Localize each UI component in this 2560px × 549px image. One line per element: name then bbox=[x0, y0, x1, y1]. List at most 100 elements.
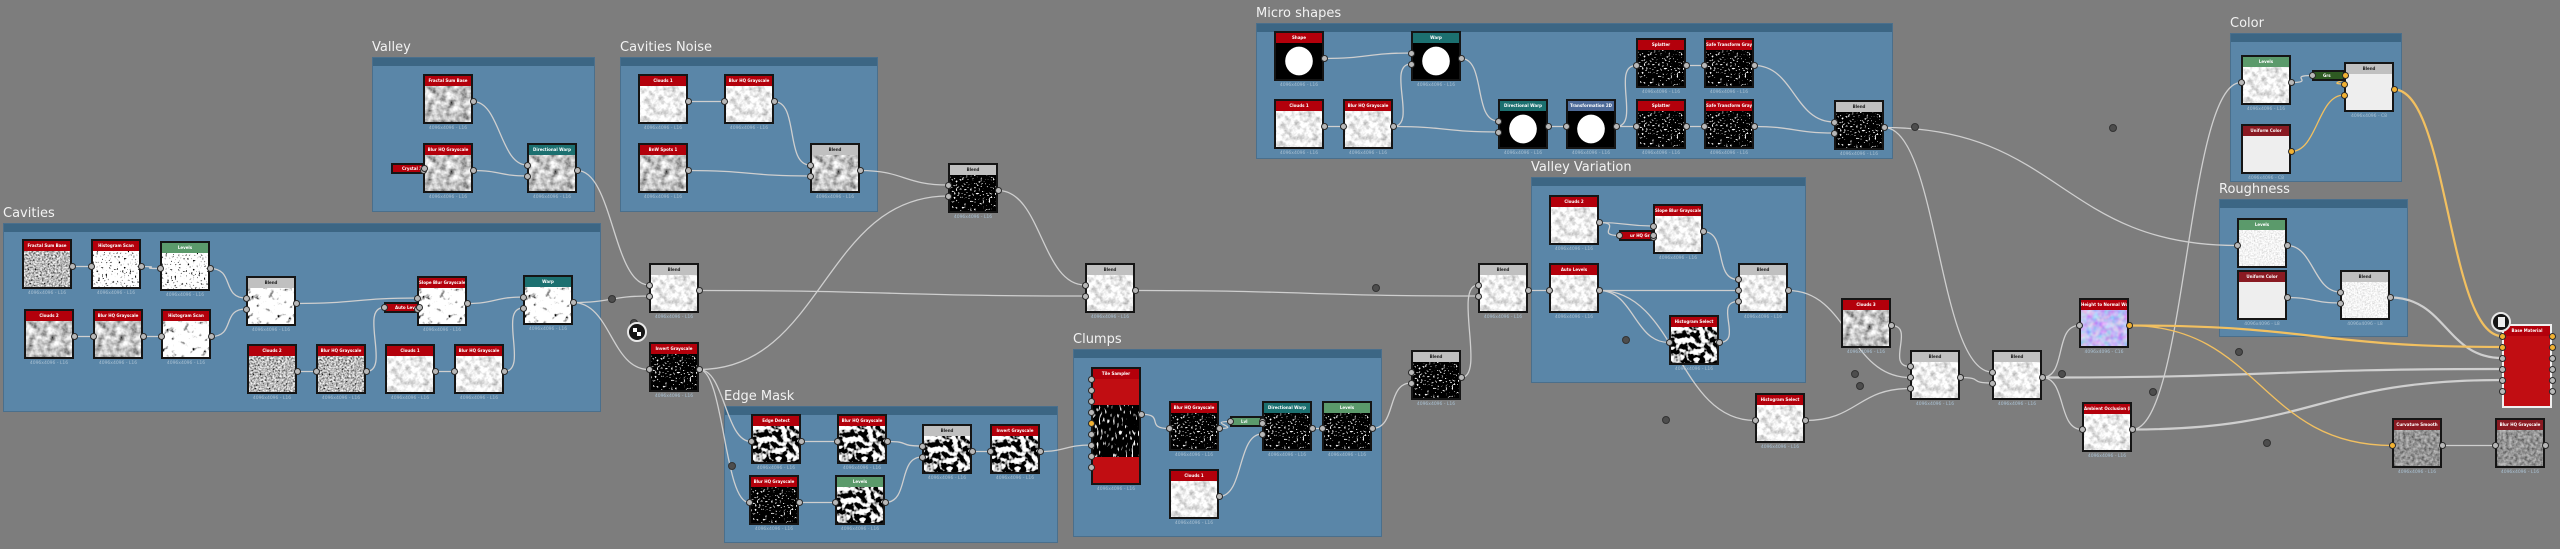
input-port[interactable] bbox=[1494, 128, 1502, 136]
node-blur-hq-grayscale[interactable]: Blur HQ Grayscale bbox=[316, 344, 366, 394]
input-port[interactable] bbox=[1081, 292, 1089, 300]
input-port[interactable] bbox=[1700, 123, 1708, 130]
input-port[interactable] bbox=[1632, 62, 1640, 69]
output-port[interactable] bbox=[1524, 287, 1532, 294]
node-clouds-1[interactable]: Clouds 1 bbox=[1274, 99, 1324, 149]
connection-wire[interactable] bbox=[1702, 230, 1739, 281]
node-auto-levels[interactable]: Auto Levels bbox=[1549, 263, 1599, 313]
node-blend[interactable]: Blend bbox=[1834, 100, 1884, 150]
input-port[interactable] bbox=[1407, 379, 1415, 387]
input-port[interactable] bbox=[2233, 242, 2241, 249]
input-port[interactable] bbox=[1318, 425, 1326, 432]
connection-wire[interactable] bbox=[1134, 289, 1479, 297]
output-port[interactable] bbox=[1544, 123, 1552, 130]
connection-wire[interactable] bbox=[2393, 88, 2503, 338]
input-port[interactable] bbox=[519, 293, 527, 301]
input-port[interactable] bbox=[156, 265, 164, 272]
input-port[interactable] bbox=[1407, 60, 1415, 68]
reroute-dot[interactable] bbox=[2058, 370, 2066, 378]
input-port[interactable] bbox=[745, 499, 753, 506]
output-port[interactable] bbox=[1887, 322, 1895, 329]
node-blend[interactable]: Blend bbox=[1478, 263, 1528, 313]
node-blend[interactable]: Blend bbox=[922, 424, 972, 474]
connection-wire[interactable] bbox=[1753, 125, 1835, 134]
output-port[interactable] bbox=[1595, 219, 1603, 226]
input-port[interactable] bbox=[645, 281, 653, 289]
node-directional-warp[interactable]: Directional Warp bbox=[527, 143, 577, 193]
output-port[interactable] bbox=[1682, 62, 1690, 69]
input-port[interactable] bbox=[1615, 232, 1623, 239]
input-port[interactable] bbox=[1988, 379, 1996, 387]
connection-wire[interactable] bbox=[698, 195, 949, 371]
input-port[interactable] bbox=[1906, 374, 1914, 381]
output-port[interactable] bbox=[569, 299, 577, 306]
output-port[interactable] bbox=[292, 300, 300, 307]
input-port[interactable] bbox=[918, 442, 926, 450]
reroute-dot[interactable] bbox=[1911, 123, 1919, 131]
node-blend[interactable]: Blend bbox=[1992, 350, 2042, 400]
reroute-dot[interactable] bbox=[2235, 348, 2243, 356]
output-port[interactable] bbox=[1682, 123, 1690, 130]
connection-wire[interactable] bbox=[466, 296, 524, 305]
input-port[interactable] bbox=[1258, 430, 1266, 438]
input-port[interactable] bbox=[1165, 425, 1173, 432]
output-port[interactable] bbox=[2341, 72, 2349, 79]
output-port[interactable] bbox=[1612, 123, 1620, 130]
connection-wire[interactable] bbox=[576, 169, 650, 286]
node-directional-warp[interactable]: Directional Warp bbox=[1262, 401, 1312, 451]
output-port[interactable] bbox=[1750, 123, 1758, 130]
input-port[interactable] bbox=[833, 438, 841, 445]
output-port[interactable] bbox=[469, 167, 477, 174]
connection-wire[interactable] bbox=[1392, 63, 1412, 128]
node-fractal-sum-base[interactable]: Fractal Sum Base bbox=[423, 74, 473, 124]
node-clouds-2[interactable]: Clouds 2 bbox=[1549, 195, 1599, 245]
node-histogram-scan[interactable]: Histogram Scan bbox=[161, 309, 211, 359]
connection-wire[interactable] bbox=[2389, 296, 2503, 360]
input-port[interactable] bbox=[2237, 79, 2245, 86]
node-safe-transform-grays[interactable]: Safe Transform Grays... bbox=[1704, 38, 1754, 88]
output-port[interactable] bbox=[2128, 426, 2136, 433]
output-port[interactable] bbox=[684, 167, 692, 174]
output-port[interactable] bbox=[883, 438, 891, 445]
input-port[interactable] bbox=[1087, 386, 1095, 394]
connection-wire[interactable] bbox=[472, 100, 528, 166]
connection-wire[interactable] bbox=[1883, 126, 1993, 373]
frame-header-bar[interactable] bbox=[373, 58, 594, 66]
connection-wire[interactable] bbox=[1460, 284, 1479, 379]
frame-header-bar[interactable] bbox=[621, 58, 877, 66]
output-port[interactable] bbox=[139, 333, 147, 340]
connection-wire[interactable] bbox=[2128, 324, 2503, 349]
input-port[interactable] bbox=[1906, 363, 1914, 370]
frame-header-bar[interactable] bbox=[1257, 24, 1892, 32]
frame-header-bar[interactable] bbox=[725, 407, 1057, 415]
node-clouds-2[interactable]: Clouds 2 bbox=[24, 309, 74, 359]
input-port[interactable] bbox=[89, 333, 97, 340]
connection-wire[interactable] bbox=[209, 267, 247, 299]
node-blend[interactable]: Blend bbox=[1085, 263, 1135, 313]
input-port[interactable] bbox=[1474, 292, 1482, 300]
output-port[interactable] bbox=[1137, 410, 1145, 418]
output-port[interactable] bbox=[1699, 228, 1707, 235]
node-invert-grayscale[interactable]: Invert Grayscale bbox=[649, 342, 699, 392]
node-bnw-spots-1[interactable]: BnW Spots 1 bbox=[638, 143, 688, 193]
input-port[interactable] bbox=[2491, 442, 2499, 449]
input-port[interactable] bbox=[1830, 129, 1838, 137]
reroute-dot[interactable] bbox=[1622, 336, 1630, 344]
node-clouds-1[interactable]: Clouds 1 bbox=[1169, 469, 1219, 519]
connection-wire[interactable] bbox=[1718, 300, 1739, 344]
output-port[interactable] bbox=[70, 333, 78, 340]
reroute-dot[interactable] bbox=[1662, 416, 1670, 424]
input-port[interactable] bbox=[1087, 397, 1095, 405]
input-port[interactable] bbox=[1649, 222, 1657, 230]
output-port[interactable] bbox=[1308, 425, 1316, 432]
output-port[interactable] bbox=[1215, 425, 1223, 432]
input-port[interactable] bbox=[1087, 408, 1095, 416]
input-port[interactable] bbox=[1087, 419, 1095, 427]
output-port[interactable] bbox=[684, 98, 692, 105]
input-port[interactable] bbox=[1339, 123, 1347, 130]
input-port[interactable] bbox=[1734, 287, 1742, 294]
connection-wire[interactable] bbox=[698, 368, 752, 443]
connection-wire[interactable] bbox=[472, 169, 528, 177]
output-port[interactable] bbox=[2038, 374, 2046, 381]
node-blur-hq-grayscale[interactable]: Blur HQ Grayscale bbox=[1169, 401, 1219, 451]
